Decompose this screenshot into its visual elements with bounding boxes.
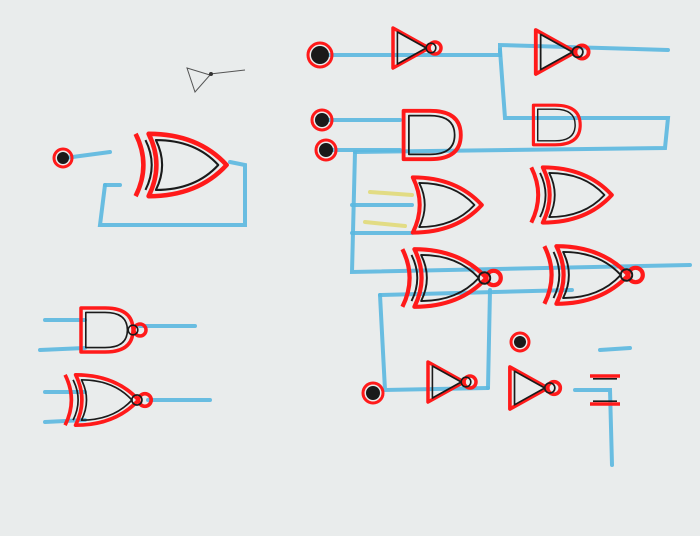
not-gate-symbol	[426, 360, 478, 404]
junction-dot-fill	[57, 152, 69, 164]
xor-gate-symbol	[529, 165, 614, 225]
junction-dot-fill	[311, 46, 329, 64]
ground-terminal-symbol	[590, 374, 620, 406]
not-gate-symbol	[533, 28, 591, 76]
logic-gates	[52, 26, 645, 428]
junction-dot	[314, 138, 338, 162]
junction-dot	[361, 381, 385, 405]
nand-gate-symbol	[79, 306, 148, 354]
junction-dot	[509, 331, 531, 353]
junction-dot-fill	[514, 336, 526, 348]
xnor-gate-symbol	[542, 244, 645, 306]
junction-dot-fill	[315, 113, 329, 127]
junction-dot	[310, 108, 334, 132]
xor-gate-symbol	[133, 131, 229, 199]
junction-dot-fill	[366, 386, 380, 400]
not-gate-symbol	[508, 365, 563, 411]
wires	[38, 42, 692, 467]
junction-dot	[306, 41, 334, 69]
not-gate-symbol	[391, 26, 443, 70]
xnor-gate-symbol	[400, 247, 503, 309]
or-gate-symbol	[410, 175, 484, 235]
and-gate-symbol	[401, 108, 463, 162]
and-gate-symbol	[531, 103, 582, 147]
xnor-gate-symbol	[63, 372, 154, 428]
junction-dot-fill	[319, 143, 333, 157]
junction-dot	[52, 147, 74, 169]
pencil-not-gate	[186, 67, 246, 93]
